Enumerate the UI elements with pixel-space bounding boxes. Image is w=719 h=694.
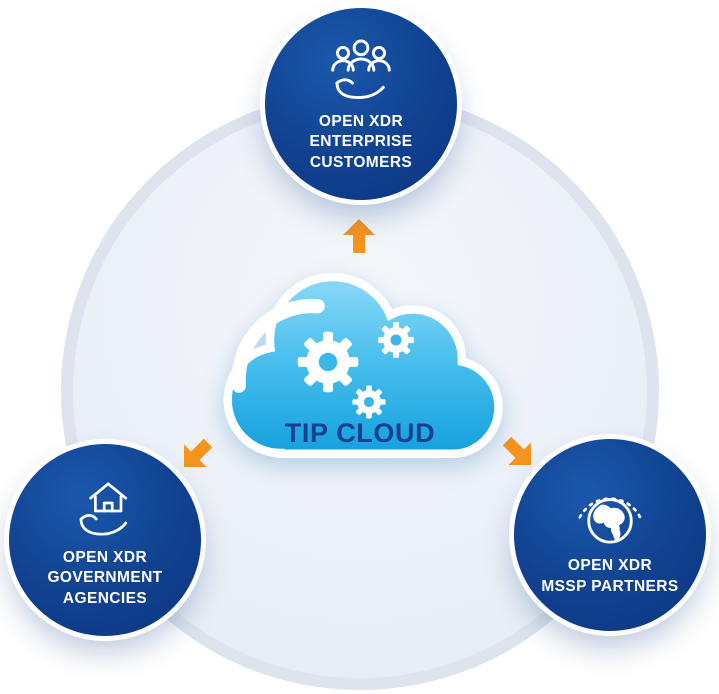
node-label-line: ENTERPRISE bbox=[309, 133, 413, 151]
node-label-line: GOVERNMENT bbox=[47, 569, 163, 587]
tip-cloud-node: TIP CLOUD bbox=[208, 258, 512, 473]
globe-gauge-icon bbox=[578, 497, 642, 544]
node-label: OPEN XDR ENTERPRISE CUSTOMERS bbox=[309, 112, 412, 173]
node-government-agencies: OPEN XDR GOVERNMENT AGENCIES bbox=[9, 444, 201, 636]
arrow-down-right-icon bbox=[496, 430, 543, 477]
node-label-line: AGENCIES bbox=[62, 589, 148, 607]
node-label: OPEN XDR GOVERNMENT AGENCIES bbox=[47, 548, 162, 609]
node-label-line: OPEN XDR bbox=[62, 548, 148, 566]
node-label-line: MSSP PARTNERS bbox=[541, 577, 679, 595]
node-label-line: CUSTOMERS bbox=[309, 153, 413, 171]
team-hand-icon bbox=[331, 39, 391, 99]
node-enterprise-customers: OPEN XDR ENTERPRISE CUSTOMERS bbox=[265, 8, 457, 200]
gear-icon bbox=[378, 322, 414, 358]
node-label: OPEN XDR MSSP PARTNERS bbox=[541, 556, 678, 597]
node-mssp-partners: OPEN XDR MSSP PARTNERS bbox=[514, 439, 706, 631]
house-hand-icon bbox=[79, 482, 128, 536]
arrow-down-left-icon bbox=[173, 432, 220, 479]
cloud-icon bbox=[223, 272, 503, 459]
node-label-line: OPEN XDR bbox=[318, 112, 404, 130]
gear-icon bbox=[352, 385, 386, 419]
arrow-up-icon bbox=[343, 219, 375, 253]
node-label-line: OPEN XDR bbox=[567, 557, 653, 575]
tip-cloud-label: TIP CLOUD bbox=[284, 418, 436, 448]
gear-icon bbox=[297, 331, 359, 393]
